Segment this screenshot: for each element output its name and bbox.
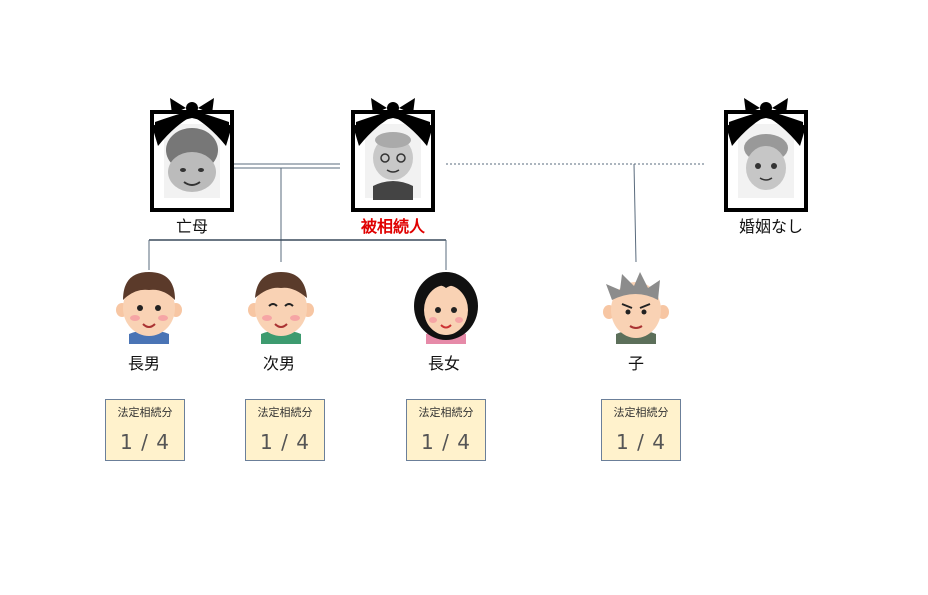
share-value: 1 / 4 xyxy=(260,430,310,454)
partner-label: 婚姻なし xyxy=(738,217,804,236)
share-value: 1 / 4 xyxy=(421,430,471,454)
eldest-son-share-box: 法定相続分 1 / 4 xyxy=(105,399,185,461)
share-title: 法定相続分 xyxy=(613,406,669,419)
mother-portrait xyxy=(150,98,234,212)
connector-lines xyxy=(148,163,706,270)
share-title: 法定相続分 xyxy=(117,406,173,419)
eldest-son-label: 長男 xyxy=(127,354,161,373)
share-value: 1 / 4 xyxy=(120,430,170,454)
share-title: 法定相続分 xyxy=(257,406,313,419)
eldest-son-avatar xyxy=(116,272,182,344)
mother-label: 亡母 xyxy=(175,217,209,236)
second-son-share-box: 法定相続分 1 / 4 xyxy=(245,399,325,461)
child-share-box: 法定相続分 1 / 4 xyxy=(601,399,681,461)
partner-portrait xyxy=(724,98,808,212)
child-avatar xyxy=(603,272,669,344)
eldest-daughter-share-box: 法定相続分 1 / 4 xyxy=(406,399,486,461)
second-son-avatar xyxy=(248,272,314,344)
eldest-daughter-label: 長女 xyxy=(427,354,461,373)
child-drop-line xyxy=(633,163,637,263)
share-value: 1 / 4 xyxy=(616,430,666,454)
decedent-label: 被相続人 xyxy=(360,217,426,236)
decedent-portrait xyxy=(351,98,435,212)
share-title: 法定相続分 xyxy=(418,406,474,419)
second-son-label: 次男 xyxy=(262,354,296,373)
child-label: 子 xyxy=(627,354,645,373)
eldest-daughter-avatar xyxy=(414,272,478,344)
